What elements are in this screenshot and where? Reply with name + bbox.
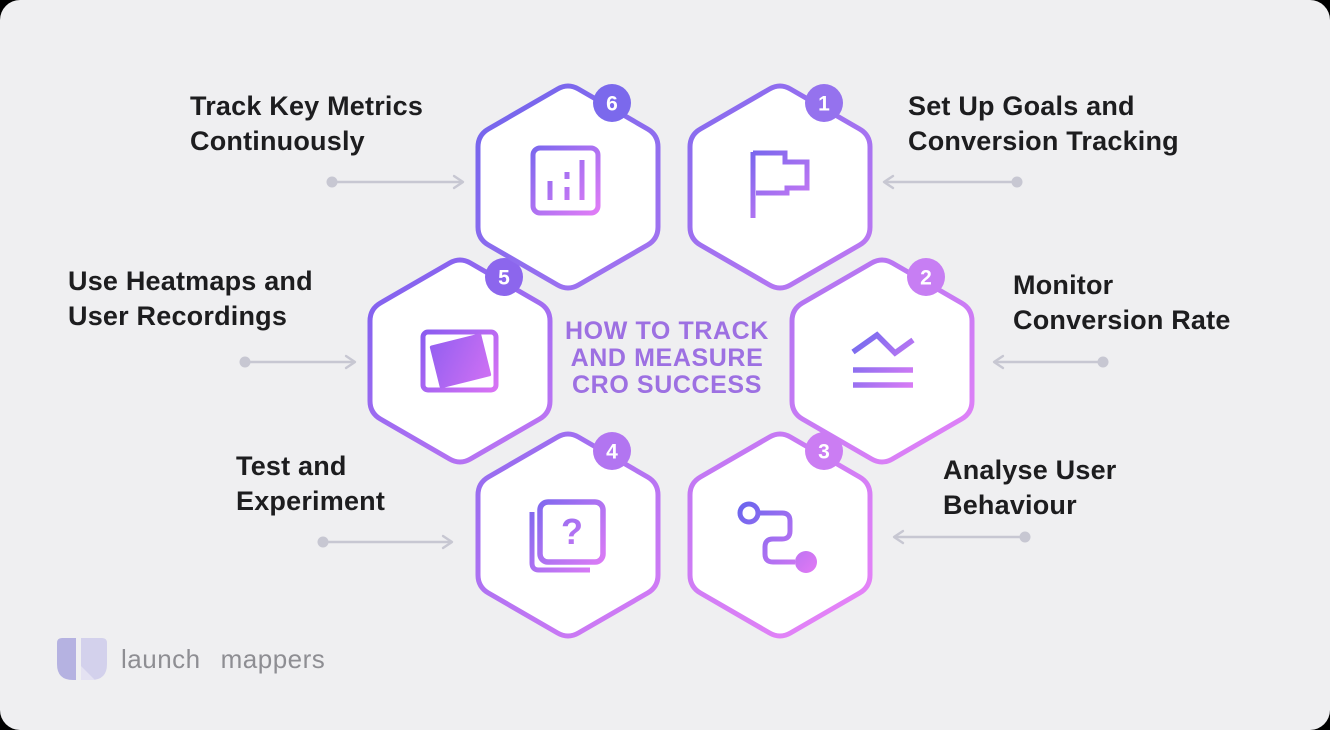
bar-chart-icon — [530, 145, 601, 216]
infographic-title: HOW TO TRACK AND MEASURE CRO SUCCESS — [565, 317, 769, 399]
connector-arrow-5 — [239, 354, 357, 370]
connector-arrow-6 — [326, 174, 465, 190]
step-number: 5 — [498, 267, 510, 290]
logo-mark-icon — [57, 638, 107, 680]
connector-arrow-4 — [317, 534, 454, 550]
step-number: 2 — [920, 267, 932, 290]
launch-mappers-logo: launch mappers — [57, 636, 325, 682]
logo-word-mappers: mappers — [220, 643, 326, 674]
hexagon-step-5: 5 — [367, 257, 553, 465]
trend-line-icon — [851, 331, 915, 388]
step-label-2: Monitor Conversion Rate — [1013, 270, 1231, 335]
step-label-4: Test and Experiment — [236, 451, 386, 516]
connector-arrow-3 — [892, 529, 1031, 545]
step-badge — [805, 84, 843, 122]
step-number: 6 — [606, 93, 618, 116]
connector-arrow-2 — [992, 354, 1109, 370]
hexagon-step-1: 1 — [687, 83, 873, 291]
step-number: 1 — [818, 93, 830, 116]
step-number: 3 — [818, 441, 830, 464]
svg-text:?: ? — [561, 511, 583, 552]
step-badge — [593, 84, 631, 122]
step-number: 4 — [606, 441, 618, 464]
hexagon-step-2: 2 — [789, 257, 975, 465]
hexagon-step-6: 6 — [475, 83, 661, 291]
step-label-5: Use Heatmaps and User Recordings — [68, 266, 313, 331]
hexagon-step-3: 3 — [687, 431, 873, 639]
step-badge — [593, 432, 631, 470]
step-badge — [805, 432, 843, 470]
flag-icon — [750, 150, 810, 218]
heatmap-icon — [420, 329, 499, 393]
connector-arrow-1 — [882, 174, 1023, 190]
step-label-1: Set Up Goals and Conversion Tracking — [908, 91, 1179, 156]
step-label-6: Track Key Metrics Continuously — [190, 91, 424, 156]
route-icon — [737, 501, 817, 573]
step-label-3: Analyse User Behaviour — [943, 455, 1117, 520]
hexagon-step-4: ? 4 — [475, 431, 661, 639]
step-badge — [485, 258, 523, 296]
question-card-icon: ? — [529, 499, 606, 573]
logo-word-launch: launch — [121, 643, 201, 674]
step-badge — [907, 258, 945, 296]
